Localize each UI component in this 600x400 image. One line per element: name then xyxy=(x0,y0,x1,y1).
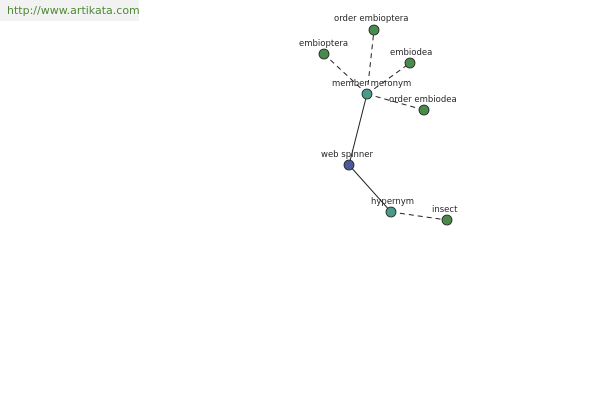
edges-layer xyxy=(323,29,448,221)
edge-hypernym-insect xyxy=(390,211,448,221)
edge-web-spinner-member-meronym xyxy=(348,93,368,166)
node-dot-insect[interactable] xyxy=(441,214,453,226)
edge-member-meronym-embioptera xyxy=(323,53,368,95)
node-order-embioptera[interactable]: order embioptera xyxy=(334,14,409,36)
node-hypernym[interactable]: hypernym xyxy=(371,197,414,218)
node-label-hypernym[interactable]: hypernym xyxy=(371,197,414,207)
node-label-web-spinner[interactable]: web spinner xyxy=(321,150,373,160)
node-dot-web-spinner[interactable] xyxy=(343,159,355,171)
node-embiodea[interactable]: embiodea xyxy=(390,48,432,69)
node-dot-hypernym[interactable] xyxy=(385,206,397,218)
nodes-layer: web spinner member meronym hypernym order e… xyxy=(299,14,458,226)
node-order-embiodea[interactable]: order embiodea xyxy=(389,95,457,116)
node-label-order-embiodea[interactable]: order embiodea xyxy=(389,95,457,105)
node-dot-member-meronym[interactable] xyxy=(361,88,373,100)
node-embioptera[interactable]: embioptera xyxy=(299,39,348,60)
node-label-member-meronym[interactable]: member meronym xyxy=(332,79,411,89)
edge-web-spinner-hypernym xyxy=(348,164,392,213)
node-dot-embiodea[interactable] xyxy=(404,57,416,69)
node-label-insect[interactable]: insect xyxy=(432,205,458,215)
node-dot-order-embioptera[interactable] xyxy=(368,24,380,36)
edge-member-meronym-order-embioptera xyxy=(366,29,375,95)
edge-member-meronym-order-embiodea xyxy=(366,93,425,111)
node-label-embioptera[interactable]: embioptera xyxy=(299,39,348,49)
watermark-url[interactable]: http://www.artikata.com xyxy=(0,0,140,21)
node-member-meronym[interactable]: member meronym xyxy=(332,79,411,100)
node-web-spinner[interactable]: web spinner xyxy=(321,150,373,171)
node-dot-order-embiodea[interactable] xyxy=(418,104,430,116)
node-label-order-embioptera[interactable]: order embioptera xyxy=(334,14,409,24)
node-dot-embioptera[interactable] xyxy=(318,48,330,60)
node-insect[interactable]: insect xyxy=(432,205,458,226)
node-label-embiodea[interactable]: embiodea xyxy=(390,48,432,58)
